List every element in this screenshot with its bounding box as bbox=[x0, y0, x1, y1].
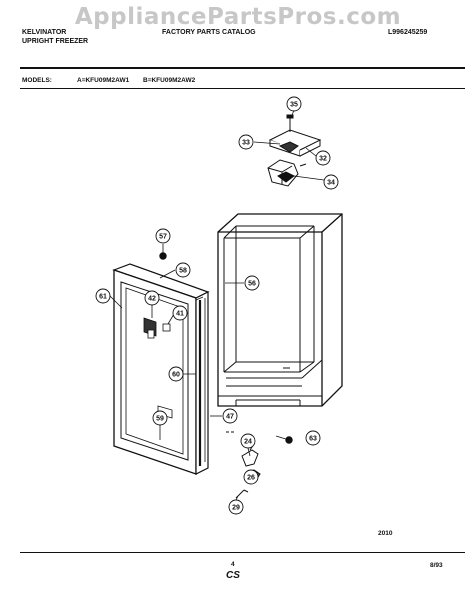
callout-33: 33 bbox=[242, 140, 250, 147]
footer-brand-mark: CS bbox=[226, 570, 240, 581]
footer-date: 8/93 bbox=[430, 562, 443, 569]
callout-24: 24 bbox=[244, 439, 252, 446]
callout-32: 32 bbox=[319, 156, 327, 163]
callout-58: 58 bbox=[179, 268, 187, 275]
callout-26: 26 bbox=[247, 475, 255, 482]
footer-page-number: 4 bbox=[231, 561, 235, 568]
callout-labels: 35 33 32 34 57 58 56 61 42 41 60 47 59 2… bbox=[99, 102, 335, 512]
models-label: MODELS: bbox=[22, 77, 52, 84]
models-rule bbox=[20, 88, 465, 89]
header-brand: KELVINATOR bbox=[22, 29, 67, 36]
cabinet bbox=[217, 213, 343, 407]
header-rule bbox=[20, 67, 465, 69]
callout-63: 63 bbox=[309, 436, 317, 443]
callout-61: 61 bbox=[99, 294, 107, 301]
model-b: B=KFU09M2AW2 bbox=[143, 77, 196, 84]
header-catalog-title: FACTORY PARTS CATALOG bbox=[162, 29, 256, 36]
callout-34: 34 bbox=[327, 180, 335, 187]
header-product: UPRIGHT FREEZER bbox=[22, 38, 89, 45]
watermark: AppliancePartsPros.com bbox=[74, 4, 402, 30]
callout-60: 60 bbox=[172, 372, 180, 379]
callout-59: 59 bbox=[156, 416, 164, 423]
header-doc-number: L996245259 bbox=[388, 29, 428, 36]
model-a: A=KFU09M2AW1 bbox=[77, 77, 130, 84]
door bbox=[112, 263, 210, 475]
footer-rule bbox=[20, 552, 465, 553]
leader-lines bbox=[109, 109, 325, 501]
callout-35: 35 bbox=[290, 102, 298, 109]
callout-47: 47 bbox=[226, 414, 234, 421]
callout-56: 56 bbox=[248, 281, 256, 288]
footer-year-code: 2010 bbox=[378, 530, 393, 537]
callout-circles bbox=[95, 96, 339, 515]
plug-57 bbox=[159, 252, 167, 260]
callout-41: 41 bbox=[176, 311, 184, 318]
callout-57: 57 bbox=[159, 234, 167, 241]
callout-29: 29 bbox=[232, 505, 240, 512]
callout-42: 42 bbox=[148, 296, 156, 303]
top-hinge-assembly bbox=[267, 114, 322, 187]
